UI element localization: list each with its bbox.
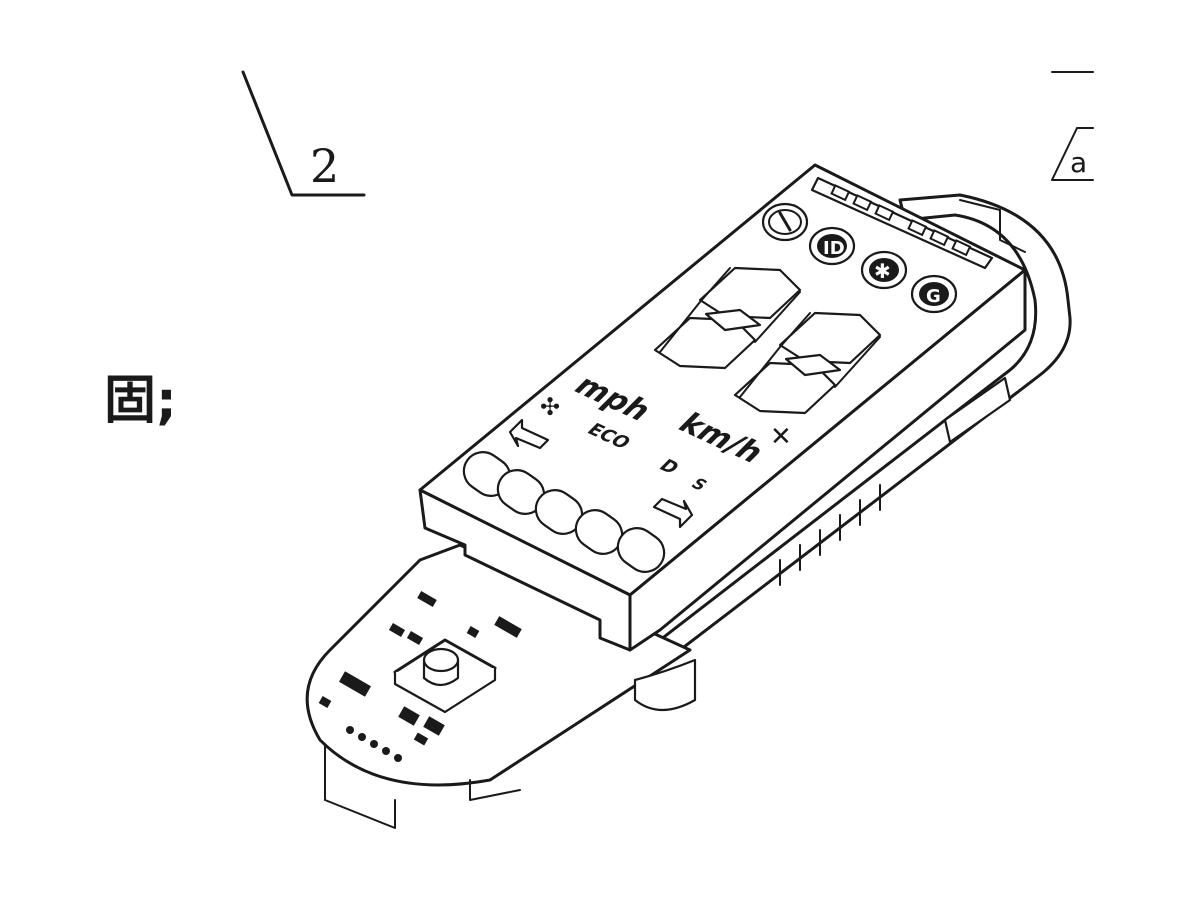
callout-leader-line	[241, 70, 366, 197]
connector-pins	[779, 484, 881, 586]
settings-icon: ✱	[860, 250, 908, 290]
standoff-post	[633, 658, 697, 711]
smd-components	[318, 591, 522, 762]
right-turn-arrow-icon	[652, 497, 694, 529]
display-module: ID ✱ G	[305, 163, 1072, 829]
button-cap	[422, 647, 460, 673]
button-base-side	[393, 668, 497, 714]
bluetooth-icon: G	[910, 274, 958, 314]
svg-text:G: G	[926, 286, 941, 307]
pcb-board	[305, 543, 692, 787]
seven-segment-digit-1	[653, 266, 802, 370]
headlight-icon: ID	[808, 226, 856, 266]
led-indicator-strip	[810, 176, 994, 270]
housing-side-face	[628, 268, 1027, 652]
battery-bar	[616, 527, 666, 573]
callout-number: 2	[310, 139, 339, 193]
svg-text:ID: ID	[823, 238, 845, 259]
seven-segment-digit-2	[733, 311, 882, 415]
part-callout: 2	[241, 70, 366, 197]
svg-text:✱: ✱	[874, 259, 891, 283]
revision-letter: a	[1070, 146, 1087, 179]
cruise-icon: ✣	[540, 393, 560, 421]
revision-marker: a	[1051, 71, 1094, 181]
revision-triangle	[1051, 127, 1094, 181]
pcb-edge	[469, 779, 521, 801]
error-icon: ✕	[770, 422, 792, 452]
side-tab	[943, 376, 1012, 444]
bracket-edge	[959, 199, 1026, 253]
power-icon	[761, 202, 809, 242]
tactile-push-button	[393, 638, 497, 714]
side-glyph-text: 固;	[104, 371, 177, 431]
pcb-edge-connector	[324, 744, 396, 829]
left-turn-arrow-icon	[508, 418, 550, 450]
battery-bar-group	[462, 451, 666, 573]
icon-row: ID ✱ G	[761, 202, 958, 314]
